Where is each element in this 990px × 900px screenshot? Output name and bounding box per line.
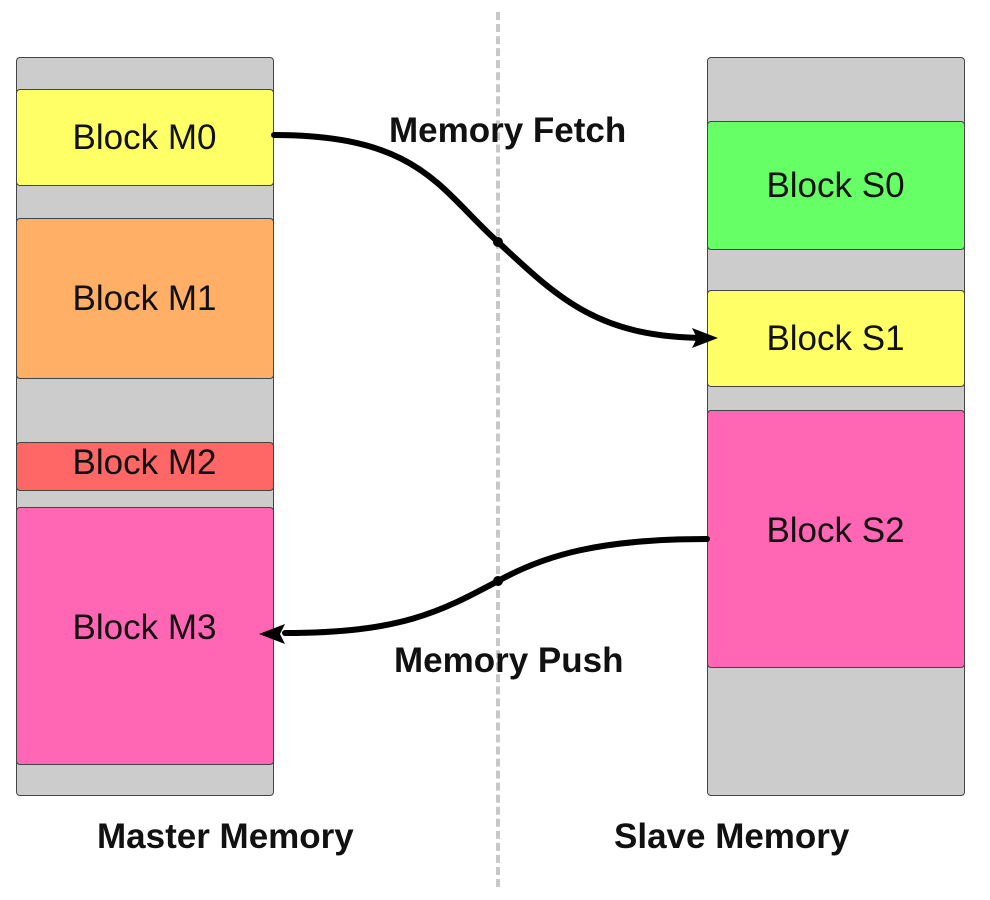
master-memory-column: Block M0 Block M1 Block M2 Block M3 [15, 57, 274, 796]
block-s2: Block S2 [706, 410, 965, 668]
block-m0: Block M0 [15, 89, 274, 186]
memory-fetch-label: Memory Fetch [389, 111, 627, 150]
fetch-arrowhead [692, 328, 718, 348]
block-m3: Block M3 [15, 507, 274, 765]
push-midpoint-dot [493, 576, 503, 586]
block-m0-label: Block M0 [72, 117, 217, 157]
block-m3-label: Block M3 [72, 608, 217, 647]
block-s0-label: Block S0 [766, 165, 905, 205]
slave-memory-title: Slave Memory [614, 817, 850, 856]
slave-memory-column: Block S0 Block S1 Block S2 [706, 57, 965, 796]
fetch-arrow [271, 132, 710, 341]
block-m1: Block M1 [15, 218, 274, 379]
fetch-midpoint-dot [493, 237, 503, 247]
block-m2-label: Block M2 [72, 442, 217, 482]
master-memory-title: Master Memory [97, 817, 354, 856]
center-divider [496, 12, 500, 887]
block-s1: Block S1 [706, 290, 965, 387]
block-s2-label: Block S2 [766, 511, 905, 550]
memory-push-label: Memory Push [394, 641, 624, 680]
push-arrow [282, 536, 710, 636]
block-m2: Block M2 [15, 442, 274, 491]
block-m1-label: Block M1 [72, 278, 217, 318]
block-s0: Block S0 [706, 121, 965, 250]
push-arrowhead [259, 624, 285, 644]
block-s1-label: Block S1 [766, 318, 905, 358]
